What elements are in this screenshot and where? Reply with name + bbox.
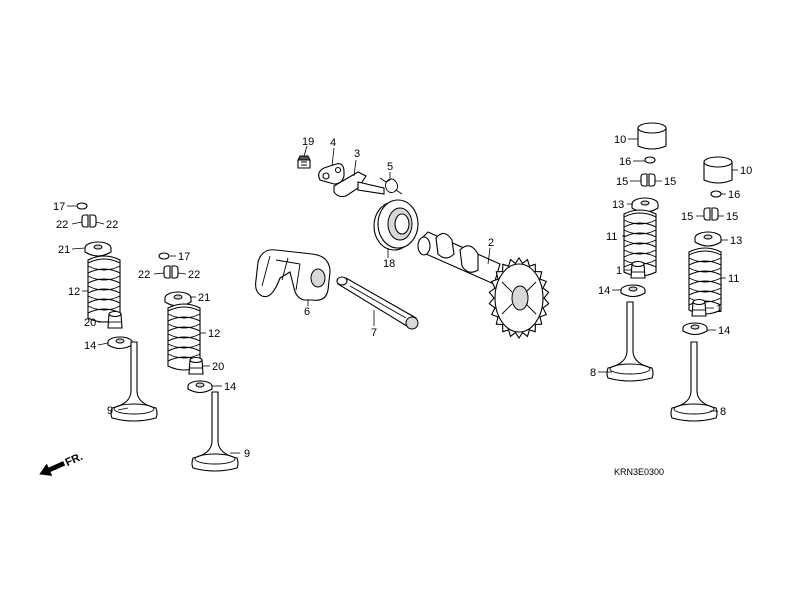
valve-9b (191, 391, 239, 472)
rocker-arm-6 (255, 249, 331, 301)
label-13a: 13 (612, 199, 624, 211)
cotter-15b (703, 207, 719, 221)
label-7: 7 (371, 327, 377, 339)
cotter-22b (163, 265, 179, 279)
spring-5 (379, 177, 403, 195)
label-1a: 1 (616, 265, 622, 277)
label-3: 3 (354, 148, 360, 160)
left-valve-assembly-a (76, 202, 158, 422)
label-17a: 17 (53, 201, 65, 213)
diagram-code: KRN3E0300 (614, 467, 664, 477)
label-20a: 20 (84, 317, 96, 329)
label-8b: 8 (720, 406, 726, 418)
shim-16b (710, 190, 722, 198)
shim-16a (644, 156, 656, 164)
bearing-18 (373, 199, 419, 251)
label-22a-right: 22 (106, 219, 118, 231)
stem-seal-1b (691, 298, 707, 317)
label-5: 5 (387, 161, 393, 173)
shim-17b (158, 252, 170, 260)
front-direction-arrow: FR. (39, 451, 85, 476)
spring-seat-14a (107, 336, 133, 350)
spring-seat-14d (682, 322, 708, 336)
tappet-10a (637, 122, 667, 150)
label-8a: 8 (590, 367, 596, 379)
label-14a: 14 (84, 340, 96, 352)
right-valve-assembly-b (670, 156, 733, 422)
right-valve-assembly-a (606, 122, 667, 382)
tappet-10b (703, 156, 733, 184)
label-12b: 12 (208, 328, 220, 340)
label-22a-left: 22 (56, 219, 68, 231)
label-11b: 11 (728, 273, 739, 285)
camshaft-2 (417, 231, 550, 339)
label-2: 2 (488, 237, 494, 249)
cotter-15a (640, 173, 656, 187)
label-15a-left: 15 (616, 176, 628, 188)
shim-17a (76, 202, 88, 210)
spring-seat-14b (187, 380, 213, 394)
arrow-left-icon (39, 461, 66, 476)
label-6: 6 (304, 306, 310, 318)
label-22b-left: 22 (138, 269, 150, 281)
label-9a: 9 (107, 405, 113, 417)
label-4: 4 (330, 137, 336, 149)
label-9b: 9 (244, 448, 250, 460)
valve-8b (670, 341, 718, 422)
label-20b: 20 (212, 361, 224, 373)
stem-seal-20b (188, 356, 204, 375)
label-14c: 14 (598, 285, 610, 297)
part-number-labels: 17 22 22 21 12 20 14 9 17 22 22 21 12 20… (53, 134, 752, 460)
bolt-19 (297, 155, 311, 169)
label-22b-right: 22 (188, 269, 200, 281)
label-15a-right: 15 (664, 176, 676, 188)
label-14d: 14 (718, 325, 730, 337)
front-label: FR. (64, 451, 85, 469)
label-11a: 11 (606, 231, 617, 243)
label-1b: 1 (716, 303, 722, 315)
rocker-shaft-7 (336, 276, 419, 330)
label-19: 19 (302, 136, 314, 148)
stem-seal-1a (630, 260, 646, 279)
label-21a: 21 (58, 244, 70, 256)
cotter-22a (81, 214, 97, 228)
label-16b: 16 (728, 189, 740, 201)
label-10b: 10 (740, 165, 752, 177)
label-16a: 16 (619, 156, 631, 168)
spring-seat-14c (620, 284, 646, 298)
retainer-21a (84, 241, 112, 257)
stem-seal-20a (107, 310, 123, 329)
retainer-13b (694, 231, 722, 247)
label-21b: 21 (198, 292, 210, 304)
label-18: 18 (383, 258, 395, 270)
valve-9a (110, 341, 158, 422)
leader-lines (67, 138, 738, 454)
decompressor-arm-3 (333, 171, 385, 198)
valve-8a (606, 301, 654, 382)
label-17b: 17 (178, 251, 190, 263)
label-13b: 13 (730, 235, 742, 247)
label-12a: 12 (68, 286, 80, 298)
left-valve-assembly-b (158, 252, 239, 472)
label-14b: 14 (224, 381, 236, 393)
label-15b-left: 15 (681, 211, 693, 223)
label-15b-right: 15 (726, 211, 738, 223)
label-10a: 10 (614, 134, 626, 146)
plate-4 (318, 163, 345, 185)
